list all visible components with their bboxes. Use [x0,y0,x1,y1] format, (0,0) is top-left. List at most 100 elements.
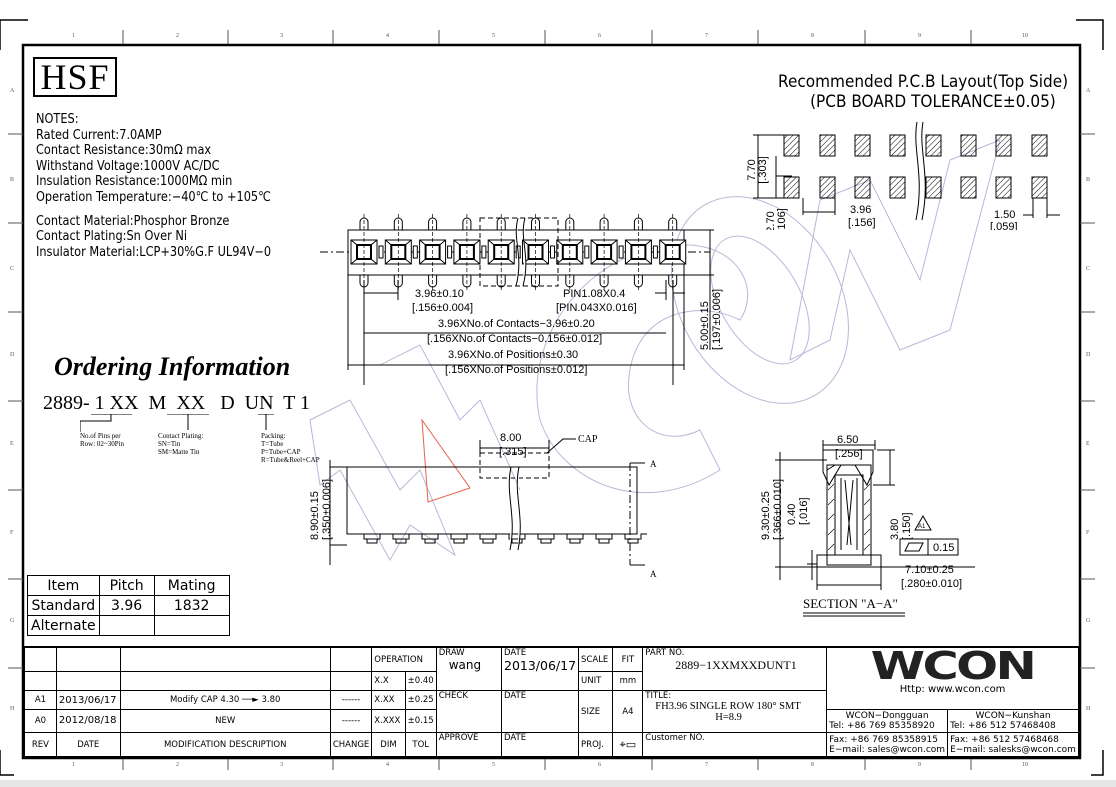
frame-label: G [1086,618,1091,624]
frame-label: 4 [386,33,389,39]
frame-label: D [10,352,15,358]
company-logo: WCON [870,644,1037,688]
foot [445,533,473,540]
section-dim-base-width-in: [.280±0.010] [901,578,962,590]
dim-positions-span: 3.96XNo.of Positions±0.30 [448,349,578,361]
note-line: Withstand Voltage:1000V AC/DC [36,158,220,174]
revision-flag-label: A1 [918,524,926,530]
top-view-drawing: 3.96±0.10 [.156±0.004] PIN1.08X0.4 [PIN.… [320,214,723,385]
ordering-callout-lines [80,414,274,432]
draw-by: wang [448,658,482,672]
drawing-title-line2: H=8.9 [715,712,742,724]
material-line: Insulator Material:LCP+30%G.F UL94V−0 [36,244,272,260]
frame-label: 8 [811,33,814,39]
frame-label: 8 [811,762,814,768]
notes-block: NOTES: Rated Current:7.0AMP Contact Resi… [36,112,271,260]
flatness-symbol-icon [899,538,929,556]
pcb-dim-pad-width-in: [.059] [990,221,1018,230]
frame-label: 9 [918,762,921,768]
frame-label: H [10,706,15,712]
section-dim-total-height: 9.30±0.25 [760,491,772,540]
ordering-code: 2889- 1 XX M XX D UN T 1 [43,392,311,414]
frame-label: B [10,177,15,183]
foot [561,533,589,540]
pcb-pad [819,176,836,199]
pcb-dim-row-span: 7.70 [746,159,758,180]
dim-cap-width-in: [.315] [499,446,527,458]
foot [474,533,502,540]
frame-label: A [1086,88,1091,94]
item-table-header: Item Pitch Mating [27,575,230,596]
frame-label: 9 [918,33,921,39]
section-dim-standoff: 0.40 [786,504,798,525]
pcb-pad [960,176,977,199]
frame-label: D [1086,352,1091,358]
section-dim-width-in: [.256] [835,448,863,460]
watermark-letter-n [789,139,1001,361]
frame-label: 6 [598,33,601,39]
frame-label: 1 [72,33,75,39]
frame-label: F [1086,530,1090,536]
foot [416,533,444,540]
item-table: Item Pitch Mating Standard 3.96 1832 Alt… [27,575,230,636]
section-marker-bottom: A [650,569,657,579]
frame-label: H [1086,706,1091,712]
frame-label: 10 [1022,762,1028,768]
frame-label: 6 [598,762,601,768]
frame-label: 2 [176,762,179,768]
frame-label: 5 [492,762,495,768]
pcb-layout-drawing: 7.70 [.303] 2.70 [.106] 3.96 [.156] 1.50… [746,121,1060,230]
ordering-title: Ordering Information [54,352,291,381]
section-dim-base-width: 7.10±0.25 [905,564,954,576]
office-dongguan-contact: Fax: +86 769 85358915 E−mail: sales@wcon… [826,732,949,758]
rev-date: 2013/06/17 [55,690,121,710]
pcb-layout-title: Recommended P.C.B Layout(Top Side) (PCB … [778,72,1069,112]
warning-triangle-mark [421,418,471,503]
item-table-row: Alternate [27,615,230,636]
pcb-pad [925,176,942,199]
pcb-pad [819,134,836,157]
dim-pin-size-in: [PIN.043X0.016] [556,302,637,314]
pcb-pad [995,176,1012,199]
pcb-pad [925,134,942,157]
foot [358,533,386,540]
dim-contacts-span-in: [.156XNo.of Contacts−0.156±0.012] [427,333,602,345]
dim-height-in: [.350±0.006] [321,479,333,540]
projection-symbol-icon: ⌖▭ [612,732,644,758]
dim-positions-span-in: [.156XNo.of Positions±0.012] [445,364,587,376]
cap-label: CAP [578,434,598,445]
frame-label: 2 [176,33,179,39]
frame-label: E [1086,441,1090,447]
foot [590,533,618,540]
notes-heading: NOTES: [36,112,79,127]
frame-label: 3 [280,762,283,768]
pcb-pad [783,134,800,157]
rev-cell: A1 [23,690,57,710]
note-line: Rated Current:7.0AMP [36,127,162,143]
rev-description: Modify CAP 4.30 ──► 3.80 [119,690,331,710]
frame-label: G [10,618,15,624]
foot [387,533,415,540]
dim-cap-width: 8.00 [500,432,521,444]
foot [532,533,560,540]
pcb-dim-pad-width: 1.50 [994,209,1015,221]
pcb-pad [995,134,1012,157]
frame-label: 10 [1022,33,1028,39]
pcb-pad [854,134,871,157]
pcb-pad [783,176,800,199]
dim-width-in: [.197±0.006] [711,289,723,350]
draw-date: 2013/06/17 [504,658,577,673]
dim-pin-size: PIN1.08X0.4 [563,288,625,300]
frame-label: E [10,441,14,447]
section-dim-width: 6.50 [837,434,858,446]
material-line: Contact Material:Phosphor Bronze [36,213,230,229]
revision-flag-icon [914,514,932,531]
frame-label: F [10,530,14,536]
section-dim-total-height-in: [.366±0.010] [772,479,784,540]
note-line: Contact Resistance:30mΩ max [36,143,212,159]
material-line: Contact Plating:Sn Over Ni [36,229,187,245]
